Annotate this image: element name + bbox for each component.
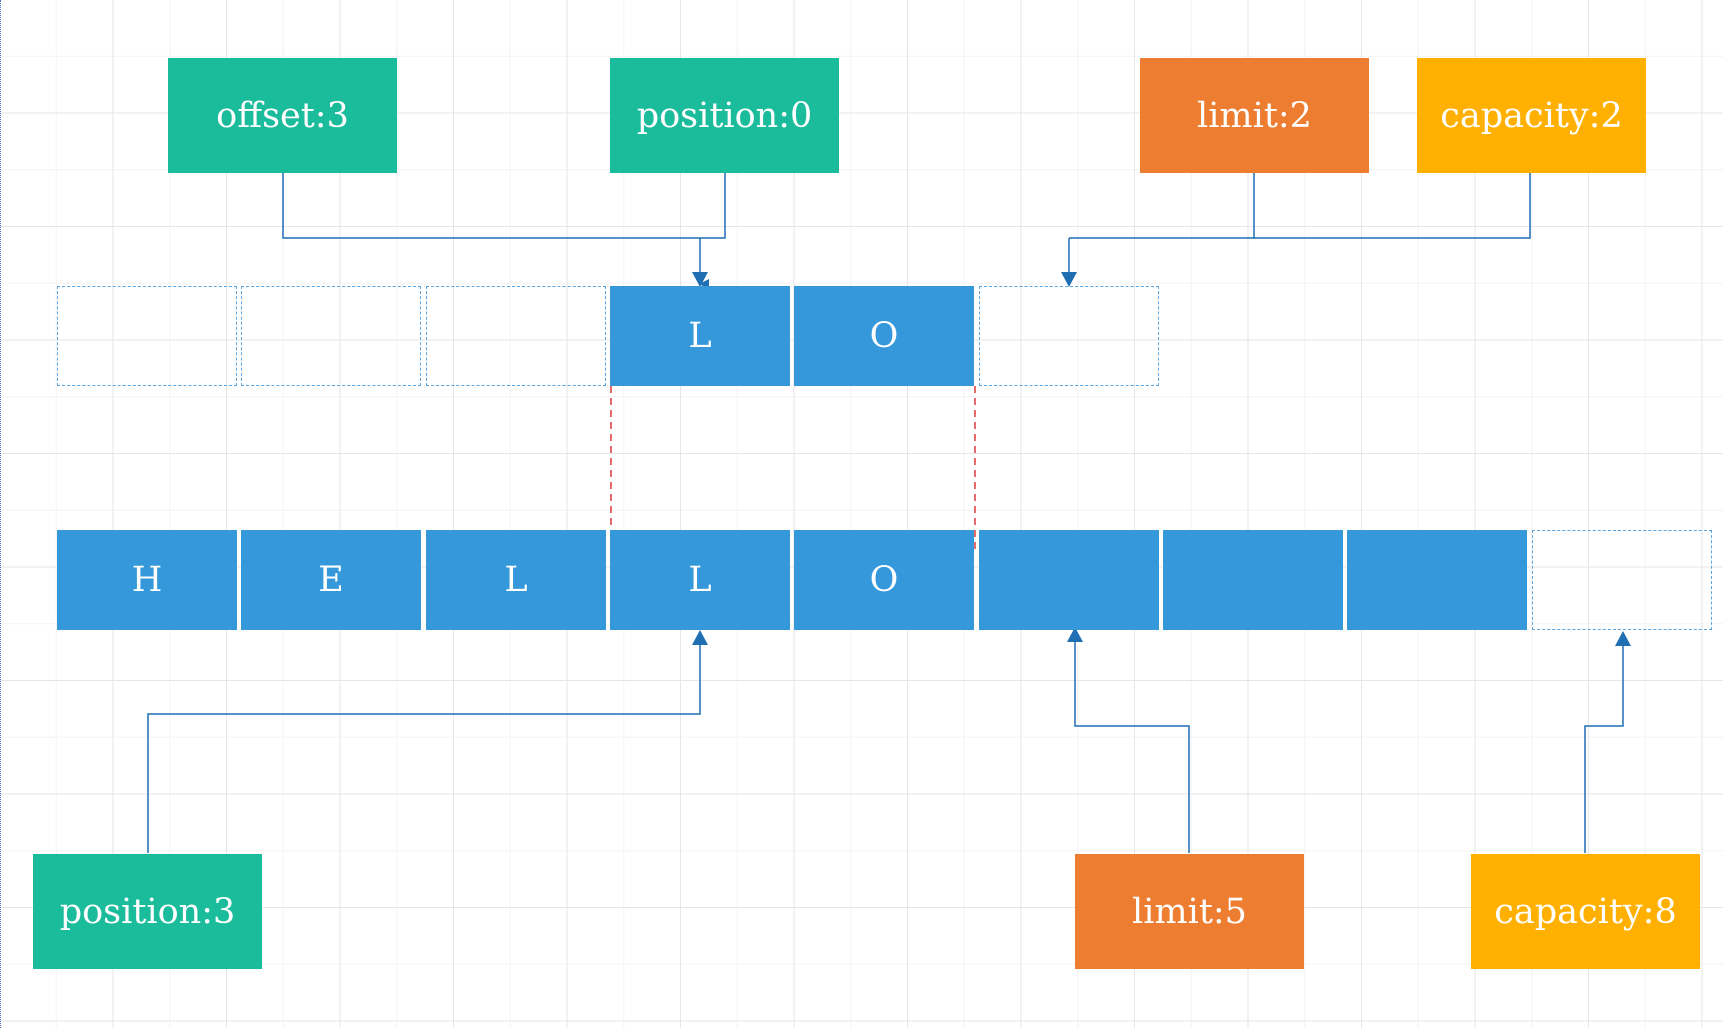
top-position-label: position:0 [610,58,839,173]
main-buffer-cell-3: L [610,530,790,630]
offset-connector [282,173,726,239]
limit-bottom-arrowhead [1067,627,1083,642]
slice-buffer-cell-3: L [610,286,790,386]
bottom-capacity-label: capacity:8 [1471,854,1700,969]
slice-buffer-cell-5 [979,286,1159,386]
capacity-bottom-arrowhead [1615,631,1631,646]
bottom-position-label: position:3 [33,854,262,969]
slice-buffer-cell-1 [241,286,421,386]
bottom-limit-label: limit:5 [1075,854,1304,969]
limit-bottom-connector [1074,640,1190,853]
slice-buffer-cell-0 [57,286,237,386]
capacity-limit-connector [1069,173,1531,239]
main-buffer-cell-1: E [241,530,421,630]
top-capacity-label: capacity:2 [1417,58,1646,173]
top-offset-label: offset:3 [168,58,397,173]
main-buffer-cell-4: O [794,530,974,630]
limit-top-arrowhead [1061,272,1077,287]
position-top-arrowhead [692,272,708,287]
main-buffer-cell-5 [979,530,1159,630]
slice-buffer-cell-4: O [794,286,974,386]
main-buffer-cell-8 [1532,530,1712,630]
main-buffer-cell-2: L [426,530,606,630]
main-buffer-cell-0: H [57,530,237,630]
position-bottom-arrowhead [692,630,708,645]
canvas-left-edge [0,0,1,1028]
main-buffer-cell-7 [1347,530,1527,630]
top-limit-label: limit:2 [1140,58,1369,173]
capacity-bottom-connector [1584,643,1624,853]
slice-buffer-cell-2 [426,286,606,386]
main-buffer-cell-6 [1163,530,1343,630]
position-bottom-connector [147,642,701,853]
